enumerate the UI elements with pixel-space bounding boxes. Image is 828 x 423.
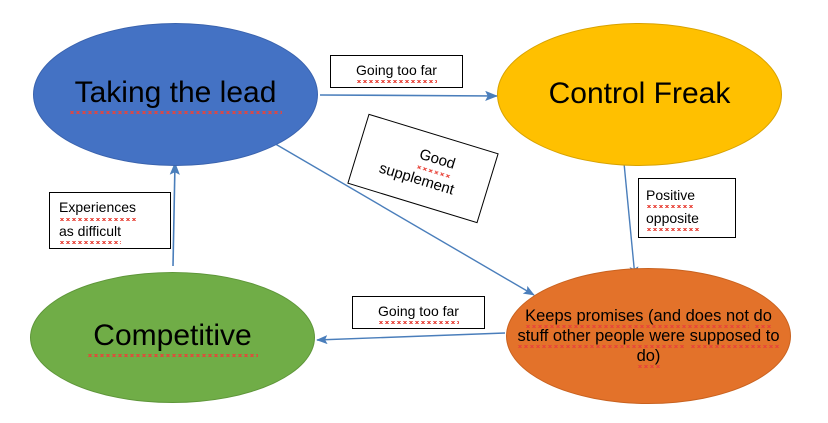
node-taking-the-lead[interactable]: Taking the lead	[33, 23, 318, 166]
node-keeps-promises-label: Keeps promises (and does not do stuff ot…	[507, 306, 790, 366]
arrow-taking-lead-to-control-freak	[319, 90, 498, 102]
edge-label-going-too-far-bottom-text: Going too far	[378, 300, 459, 324]
edge-label-experiences-line-2: as difficult	[59, 220, 121, 244]
arrow-control-freak-to-keeps-promises	[623, 162, 639, 278]
node-competitive[interactable]: Competitive	[30, 272, 315, 403]
edge-label-going-too-far-bottom[interactable]: Going too far	[352, 296, 485, 329]
node-control-freak-label: Control Freak	[548, 77, 731, 111]
edge-label-experiences-as-difficult[interactable]: Experiences as difficult	[49, 192, 171, 249]
edge-label-going-too-far-top-text: Going too far	[356, 59, 437, 83]
node-control-freak[interactable]: Control Freak	[497, 23, 782, 166]
node-keeps-promises[interactable]: Keeps promises (and does not do stuff ot…	[506, 268, 791, 404]
edge-label-experiences-line-1: Experiences	[59, 197, 137, 220]
node-keeps-promises-line-1: Keeps promises (and does not	[525, 306, 749, 328]
edge-label-going-too-far-top[interactable]: Going too far	[330, 55, 463, 88]
edge-label-positive-opposite[interactable]: Positive opposite	[638, 178, 736, 238]
node-competitive-label: Competitive	[87, 317, 257, 358]
edge-label-positive-line-2: opposite	[646, 208, 699, 231]
edge-label-positive-line-1: Positive	[646, 184, 696, 208]
arrow-competitive-to-taking-lead	[169, 162, 180, 267]
arrow-keeps-promises-to-competitive	[316, 332, 506, 345]
node-taking-the-lead-label: Taking the lead	[69, 74, 283, 115]
arrow-taking-lead-to-keeps-promises	[271, 141, 535, 296]
